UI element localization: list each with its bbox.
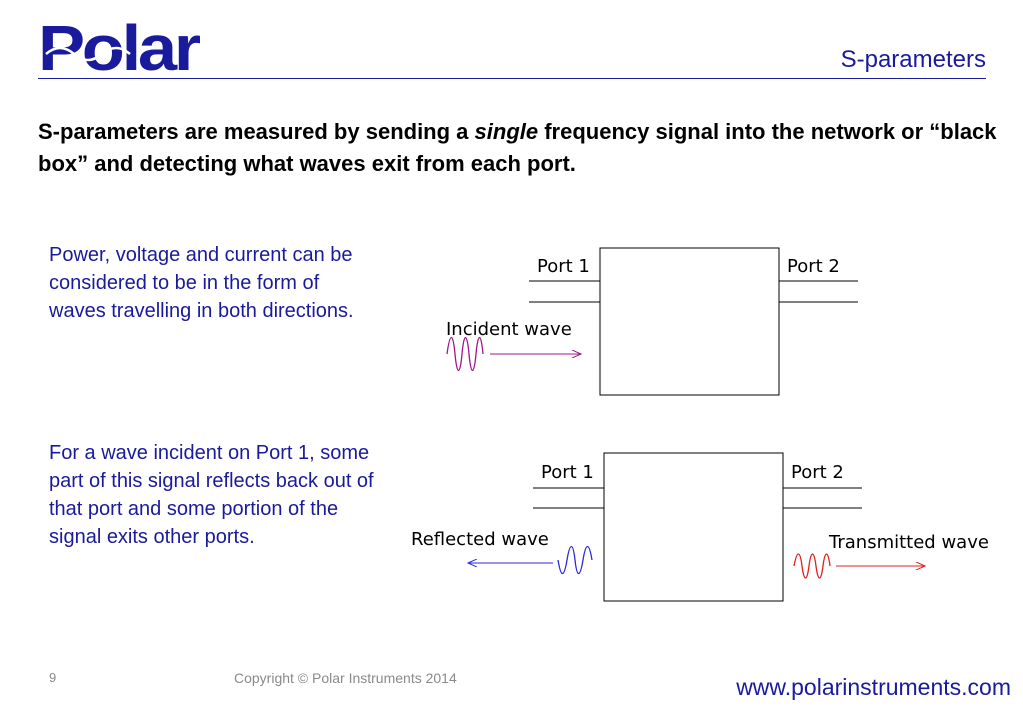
page-title: S-parameters (840, 46, 986, 73)
network-box (599, 247, 780, 396)
incident-wave-icon (446, 336, 484, 372)
header-divider (38, 78, 986, 79)
paragraph-waves: Power, voltage and current can be consid… (49, 244, 354, 322)
port1-label: Port 1 (541, 462, 594, 483)
port2-label: Port 2 (787, 256, 840, 277)
transmitted-wave-icon (793, 553, 831, 579)
diagram-incident: Port 1 Port 2 Incident wave (446, 247, 858, 396)
headline-emphasis: single (474, 119, 539, 144)
polar-logo: Polar (38, 22, 200, 74)
diagram-reflected-transmitted: Port 1 Port 2 Reflected wave Transmitted… (411, 452, 989, 602)
port1-label: Port 1 (537, 256, 590, 277)
copyright-text: Copyright © Polar Instruments 2014 (234, 670, 457, 686)
page-number: 9 (49, 670, 57, 685)
paragraph-incident-port1: For a wave incident on Port 1, some part… (49, 442, 374, 548)
reflected-wave-label: Reflected wave (411, 529, 549, 550)
port2-label: Port 2 (791, 462, 844, 483)
network-box (603, 452, 784, 602)
headline-part2: frequency signal into the network or “bl… (38, 119, 997, 176)
headline-part1: S-parameters are measured by sending a (38, 119, 475, 144)
website-link[interactable]: www.polarinstruments.com (736, 674, 1011, 700)
logo-wave-icon (45, 46, 131, 62)
reflected-wave-icon (557, 545, 593, 575)
transmitted-wave-label: Transmitted wave (828, 532, 989, 553)
incident-wave-label: Incident wave (446, 319, 572, 340)
headline: S-parameters are measured by sending a s… (38, 116, 998, 180)
